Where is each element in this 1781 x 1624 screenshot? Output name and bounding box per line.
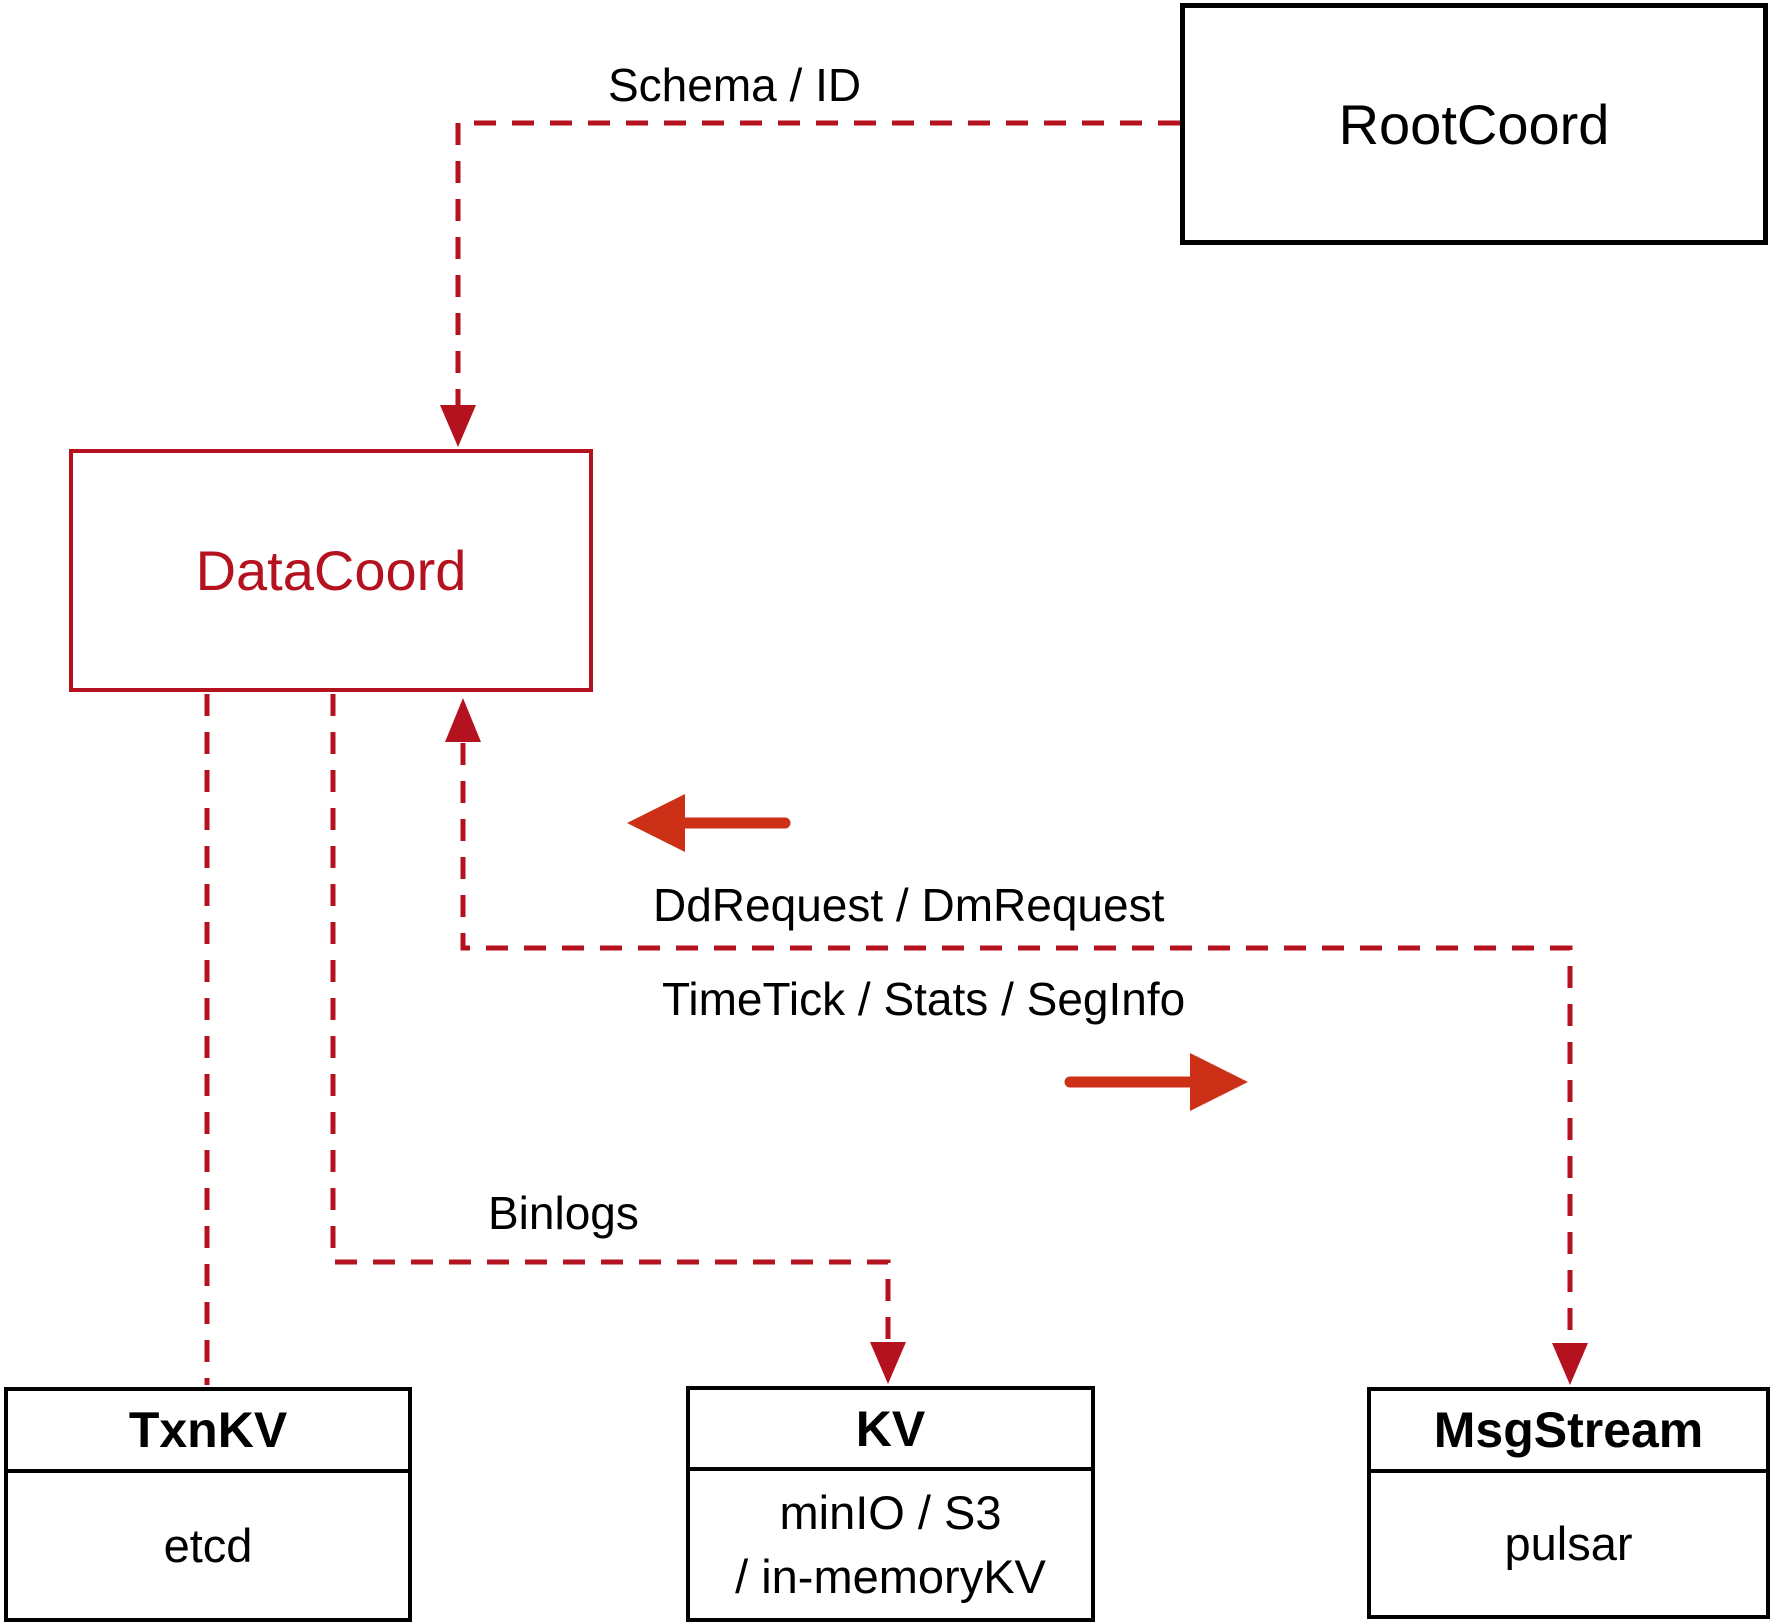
- edge-schema-id: [455, 120, 1180, 437]
- node-rootcoord-label: RootCoord: [1338, 92, 1610, 156]
- edge-binlogs: [330, 694, 891, 1370]
- node-kv-title: KV: [690, 1390, 1091, 1471]
- node-msgstream-title: MsgStream: [1371, 1391, 1766, 1473]
- node-txnkv-title: TxnKV: [8, 1391, 408, 1473]
- node-txnkv-subtitle-text: etcd: [163, 1518, 253, 1572]
- node-kv: KV minIO / S3 / in-memoryKV: [686, 1386, 1095, 1622]
- arrowhead-into-datacoord-top: [440, 405, 476, 447]
- edge-label-schema-id: Schema / ID: [608, 59, 862, 111]
- node-kv-subtitle-line1: minIO / S3: [779, 1485, 1002, 1539]
- right-direction-arrow: [1064, 1053, 1248, 1111]
- edge-label-binlogs: Binlogs: [488, 1187, 639, 1239]
- node-txnkv-subtitle: etcd: [8, 1473, 408, 1618]
- node-kv-subtitle: minIO / S3 / in-memoryKV: [690, 1471, 1091, 1618]
- node-txnkv: TxnKV etcd: [4, 1387, 412, 1622]
- node-kv-subtitle-line2: / in-memoryKV: [735, 1549, 1046, 1603]
- arrowhead-into-msgstream: [1552, 1343, 1588, 1385]
- edge-label-timetick: TimeTick / Stats / SegInfo: [662, 973, 1186, 1025]
- edge-ddrequest-timetick: [460, 743, 1573, 1372]
- node-datacoord-label: DataCoord: [195, 539, 467, 602]
- node-msgstream-subtitle: pulsar: [1371, 1473, 1766, 1615]
- arrowhead-into-datacoord-bottom: [445, 698, 481, 742]
- node-datacoord: DataCoord: [69, 449, 593, 692]
- left-direction-arrow: [627, 794, 791, 852]
- arrowhead-into-kv: [870, 1342, 906, 1384]
- node-rootcoord: RootCoord: [1180, 3, 1768, 245]
- node-msgstream-subtitle-text: pulsar: [1504, 1517, 1633, 1570]
- node-msgstream: MsgStream pulsar: [1367, 1387, 1770, 1619]
- edge-label-ddrequest: DdRequest / DmRequest: [653, 879, 1165, 931]
